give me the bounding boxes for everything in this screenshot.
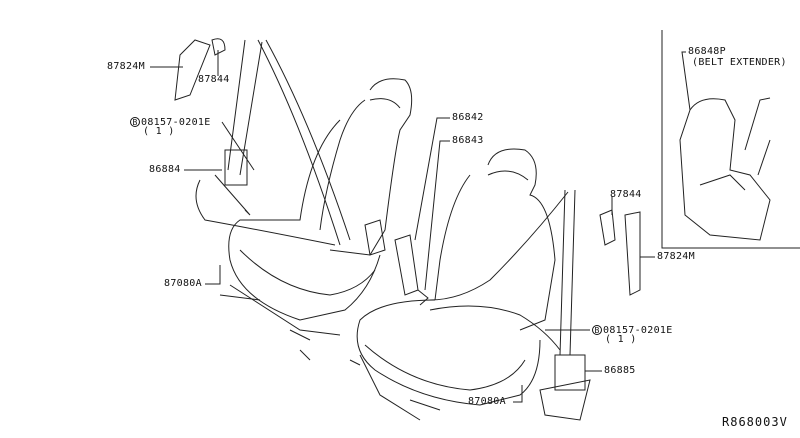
callout-87824m-right: 87824M <box>657 251 695 262</box>
inset-seat-drawing <box>679 97 771 241</box>
callout-87824m-left: 87824M <box>107 61 145 72</box>
callout-belt-extender: (BELT EXTENDER) <box>692 57 787 68</box>
leader-lines <box>150 50 691 403</box>
callout-86842: 86842 <box>452 112 484 123</box>
center-buckle-drawing <box>364 219 429 306</box>
callout-87080a-left: 87080A <box>164 278 202 289</box>
callout-86884: 86884 <box>149 164 181 175</box>
diagram-code: R868003V <box>722 415 788 429</box>
callout-87080a-right: 87080A <box>468 396 506 407</box>
callout-86848p: 86848P <box>688 46 726 57</box>
bolt-part-number: 08157-0201E <box>141 117 211 128</box>
left-seat-drawing <box>219 78 413 361</box>
callout-87844-left: 87844 <box>198 74 230 85</box>
callout-86885: 86885 <box>604 365 636 376</box>
bolt-qty-left: ( 1 ) <box>143 126 175 137</box>
right-seat-drawing <box>349 148 556 421</box>
bolt-marker-b: B <box>130 117 140 127</box>
callout-87844-right: 87844 <box>610 189 642 200</box>
callout-86843: 86843 <box>452 135 484 146</box>
bolt-qty-right: ( 1 ) <box>605 334 637 345</box>
bolt-marker-b: B <box>592 325 602 335</box>
left-belt-drawing <box>174 38 351 246</box>
bolt-part-number: 08157-0201E <box>603 325 673 336</box>
right-belt-drawing <box>429 189 641 421</box>
inset-frame <box>661 30 800 249</box>
